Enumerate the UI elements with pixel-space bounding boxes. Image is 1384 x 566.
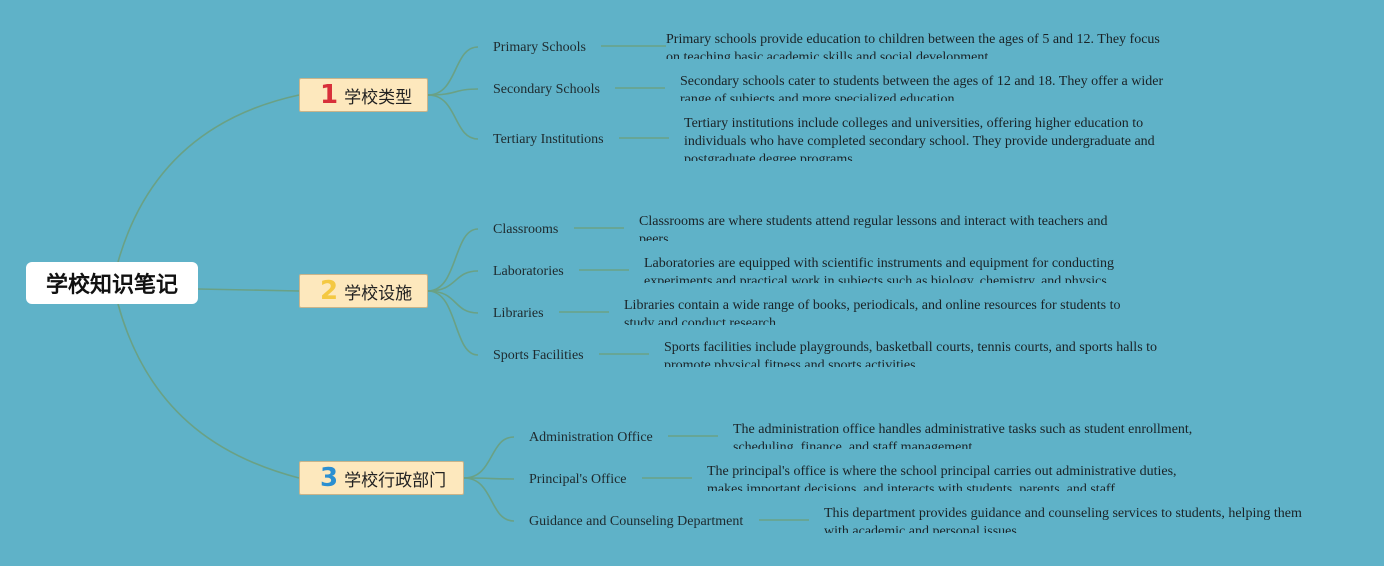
- connector-branch2-topic-3: [427, 290, 479, 314]
- desc-sports-facilities: Sports facilities include playgrounds, b…: [664, 340, 1158, 367]
- branch-number-1: 1: [320, 80, 339, 110]
- topic-classrooms[interactable]: Classrooms: [493, 222, 559, 237]
- topic-laboratories[interactable]: Laboratories: [493, 264, 564, 279]
- branch-label: 学校设施: [344, 283, 413, 304]
- connector-branch2-topic-2: [427, 270, 479, 292]
- connector-branch1-topic-3: [427, 94, 479, 140]
- connector-branch3-topic-1: [463, 436, 515, 479]
- connector-branch1-topic-1: [427, 46, 479, 96]
- connector-root-branch-1: [117, 94, 300, 263]
- connector-branch2-topic-1: [427, 228, 479, 292]
- connector-root-branch-2: [197, 288, 300, 292]
- connector-branch3-topic-3: [463, 477, 515, 522]
- root-node[interactable]: 学校知识笔记: [26, 262, 198, 304]
- desc-tertiary-institutions: Tertiary institutions include colleges a…: [684, 116, 1155, 161]
- branch-school-types[interactable]: 1 学校类型: [299, 78, 428, 112]
- branch-label: 学校行政部门: [344, 470, 447, 491]
- topic-sports-facilities[interactable]: Sports Facilities: [493, 348, 584, 363]
- topic-secondary-schools[interactable]: Secondary Schools: [493, 82, 600, 97]
- branch-number-3: 3: [320, 463, 339, 493]
- desc-administration-office: The administration office handles admini…: [733, 422, 1193, 449]
- topic-principals-office[interactable]: Principal's Office: [529, 472, 627, 487]
- branch-label: 学校类型: [344, 87, 413, 108]
- topic-guidance-counseling[interactable]: Guidance and Counseling Department: [529, 514, 744, 529]
- connector-branch1-topic-2: [427, 88, 479, 96]
- branch-school-administration[interactable]: 3 学校行政部门: [299, 461, 464, 495]
- desc-laboratories: Laboratories are equipped with scientifi…: [644, 256, 1115, 283]
- branch-number-2: 2: [320, 276, 339, 306]
- desc-libraries: Libraries contain a wide range of books,…: [624, 298, 1121, 325]
- desc-secondary-schools: Secondary schools cater to students betw…: [680, 74, 1164, 101]
- topic-primary-schools[interactable]: Primary Schools: [493, 40, 586, 55]
- desc-primary-schools: Primary schools provide education to chi…: [666, 32, 1160, 59]
- desc-guidance-counseling: This department provides guidance and co…: [824, 506, 1302, 533]
- topic-libraries[interactable]: Libraries: [493, 306, 544, 321]
- connector-branch2-topic-4: [427, 290, 479, 356]
- desc-principals-office: The principal's office is where the scho…: [707, 464, 1177, 491]
- branch-school-facilities[interactable]: 2 学校设施: [299, 274, 428, 308]
- root-title: 学校知识笔记: [45, 273, 178, 298]
- connector-root-branch-3: [117, 303, 300, 479]
- topic-tertiary-institutions[interactable]: Tertiary Institutions: [493, 132, 604, 147]
- topic-administration-office[interactable]: Administration Office: [529, 430, 653, 445]
- desc-classrooms: Classrooms are where students attend reg…: [639, 214, 1108, 241]
